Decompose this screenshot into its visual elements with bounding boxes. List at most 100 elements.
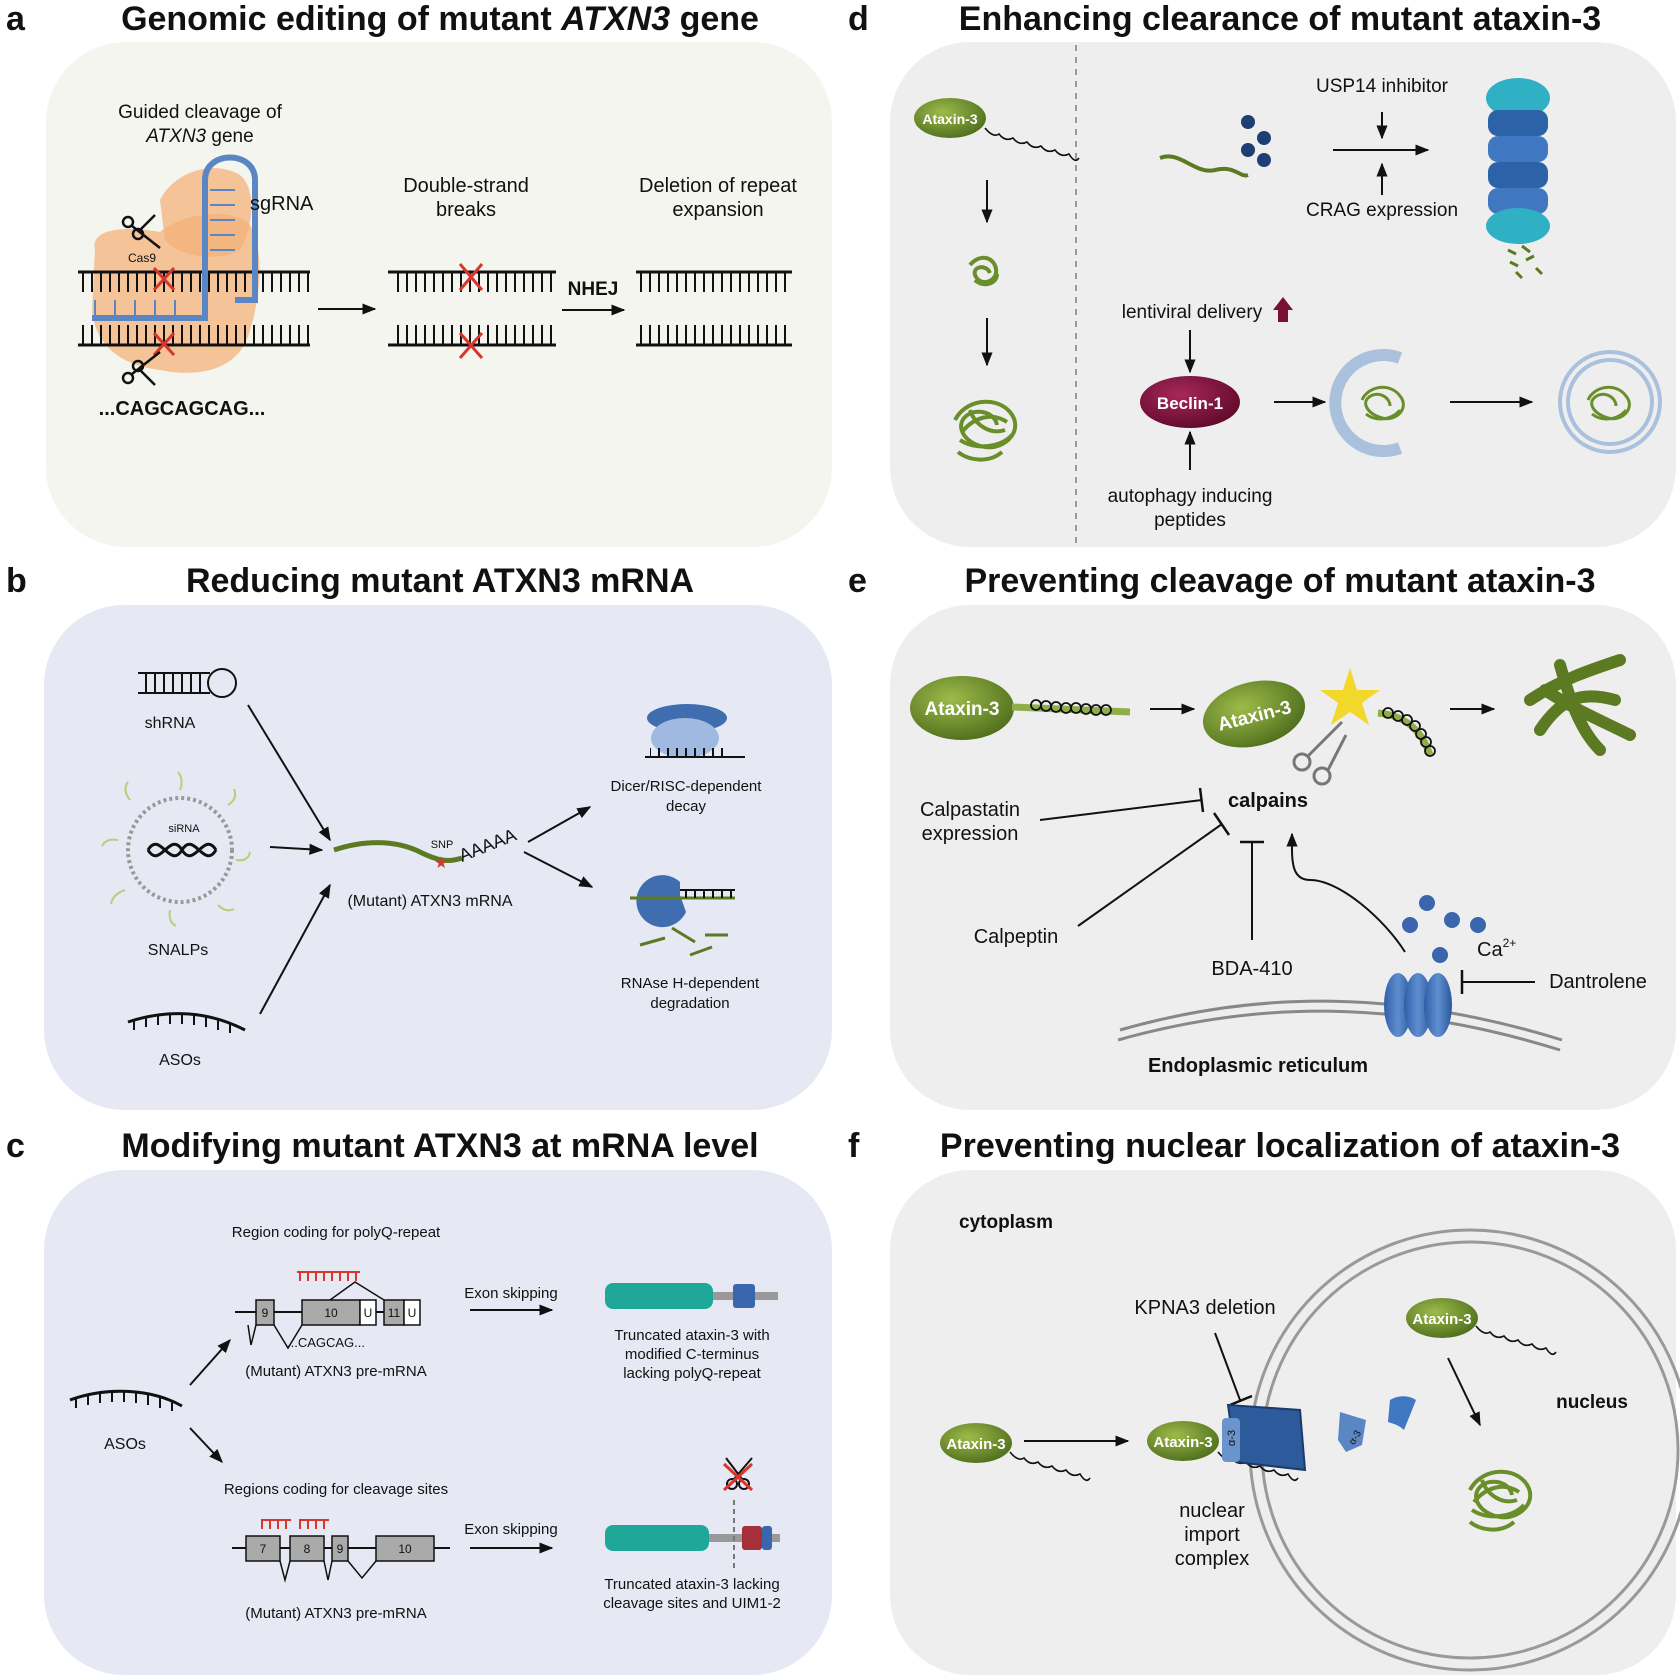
panel-f-title: Preventing nuclear localization of ataxi… — [939, 1127, 1621, 1165]
arrow-shrna-mrna — [247, 704, 331, 842]
shrna-loop — [207, 668, 237, 698]
arrow-snalp-mrna — [269, 843, 324, 855]
import-complex-label-3: complex — [1175, 1548, 1249, 1570]
autophagosome-aggregate — [1586, 385, 1631, 421]
snalp-particle — [126, 796, 234, 904]
dantrolene-label: Dantrolene — [1549, 971, 1647, 993]
polyq-beads-e — [1030, 699, 1112, 716]
up-arrow-icon — [1273, 297, 1293, 322]
panel-b-diagram: shRNA siRNA SNALPs ASOs ★ SNP AAAAA (Mut… — [101, 668, 763, 1069]
scissors-icon — [121, 214, 161, 386]
exon-10b-label: 10 — [398, 1542, 412, 1556]
aggregate-icon — [953, 399, 1018, 462]
rnase-label-2: degradation — [650, 995, 729, 1012]
ataxin-3-ellipse-f2 — [1147, 1421, 1219, 1461]
cleavage-star-icon — [1320, 668, 1380, 725]
ataxin-3-ellipse-e2 — [1202, 680, 1306, 748]
guided-cleavage-label-2: ATXN3 gene — [145, 126, 253, 147]
rnase-h-icon — [636, 875, 686, 928]
er-membrane-2 — [1117, 1009, 1561, 1052]
dsb-label-2: breaks — [436, 199, 496, 221]
kpna3-label: KPNA3 deletion — [1134, 1297, 1275, 1319]
panel-c-title: Modifying mutant ATXN3 at mRNA level — [121, 1127, 759, 1165]
inhibit-calpeptin-bar — [1212, 812, 1231, 836]
shrna-stem — [138, 673, 208, 693]
dsb-ticks-bottom — [390, 325, 556, 345]
calcium-ions-icon — [1402, 895, 1486, 963]
beclin-1-label: Beclin-1 — [1157, 394, 1223, 413]
cytoplasm-label: cytoplasm — [959, 1212, 1053, 1233]
truncated-protein-cterm — [733, 1284, 755, 1308]
exon-u-2-label: U — [408, 1306, 417, 1320]
calcium-label: Ca2+ — [1477, 936, 1516, 961]
dna-ticks-top — [80, 272, 310, 292]
exon-9-label: 9 — [262, 1306, 269, 1320]
degraded-rna-fragments — [639, 926, 728, 957]
arrow-nuclear-aggregation — [1447, 1357, 1481, 1427]
deletion-label: Deletion of repeat — [639, 175, 797, 197]
autophagosome-outer — [1558, 350, 1662, 454]
proteasome-icon — [1486, 78, 1550, 244]
degraded-peptides-icon — [1507, 244, 1544, 280]
calpastatin-label-2: expression — [922, 823, 1019, 845]
exon-skipping-label-2: Exon skipping — [464, 1521, 557, 1538]
aso-strand — [127, 1012, 246, 1032]
region-cleavage-label: Regions coding for cleavage sites — [224, 1481, 448, 1498]
truncated-protein-2-domain — [605, 1525, 709, 1551]
exon-8 — [289, 1535, 325, 1562]
trunc1-label: Truncated ataxin-3 with — [614, 1327, 769, 1344]
panel-a-title: Genomic editing of mutant ATXN3 gene — [100, 0, 780, 39]
exon-9b-label: 9 — [337, 1542, 344, 1556]
truncated-protein-2-red — [742, 1526, 762, 1550]
mrna-strand — [333, 840, 463, 863]
calpastatin-label: Calpastatin — [920, 799, 1020, 821]
guided-cleavage-label: Guided cleavage of — [118, 102, 282, 123]
exon-u-label: U — [364, 1306, 373, 1320]
cag-label: ...CAGCAG... — [287, 1335, 365, 1350]
exon-u-2 — [403, 1299, 421, 1326]
ryanodine-receptor-icon — [1384, 973, 1452, 1037]
panel-c-background — [44, 1170, 832, 1675]
panel-c-diagram: Region coding for polyQ-repeat 9 10 U 11… — [69, 1224, 781, 1622]
panel-letter-f: f — [848, 1127, 860, 1165]
panel-d-title: Enhancing clearance of mutant ataxin-3 — [958, 0, 1602, 38]
dsb-label: Double-strand — [403, 175, 529, 197]
blocked-scissors-icon — [722, 1457, 754, 1492]
import-complex-label-2: import — [1184, 1524, 1240, 1546]
autophagy-label-2: peptides — [1154, 510, 1226, 531]
panel-letter-b: b — [6, 562, 27, 600]
sgrna-strand — [92, 154, 258, 321]
ubiquitinated-substrate — [1159, 154, 1249, 178]
exon-9 — [255, 1299, 275, 1326]
calpeptin-label: Calpeptin — [974, 926, 1059, 948]
panel-f-diagram: cytoplasm KPNA3 deletion Ataxin-3 Ataxin… — [940, 1212, 1680, 1672]
dna-ticks-bottom — [80, 325, 310, 345]
panel-letter-d: d — [848, 0, 869, 38]
ataxin-3-ellipse-nuclear — [1406, 1298, 1478, 1338]
cut-x-icon — [152, 266, 176, 357]
truncated-protein-domain — [605, 1283, 713, 1309]
dicer-label: Dicer/RISC-dependent — [611, 778, 763, 795]
truncated-protein-2-blue — [762, 1526, 772, 1550]
panel-a-title-italic: ATXN3 — [561, 0, 671, 38]
importin-beta-released-icon — [1388, 1396, 1416, 1430]
exon-8-label: 8 — [304, 1542, 311, 1556]
alpha-3-released-icon — [1338, 1412, 1366, 1452]
er-membrane — [1119, 999, 1563, 1042]
arrow-aso-top — [189, 1338, 231, 1386]
exon-10-label: 10 — [324, 1306, 338, 1320]
calpains-label: calpains — [1228, 790, 1308, 812]
exon-u — [359, 1299, 377, 1326]
ubiquitin-chain — [1241, 115, 1271, 167]
exon-9b — [331, 1535, 349, 1562]
aso-binding-ticks — [299, 1272, 357, 1281]
snalps-label: SNALPs — [148, 942, 208, 959]
lentiviral-label: lentiviral delivery — [1122, 302, 1263, 323]
nucleus-label: nucleus — [1556, 1392, 1628, 1413]
trunc1-label-2: modified C-terminus — [625, 1346, 759, 1363]
trunc1-label-3: lacking polyQ-repeat — [623, 1365, 761, 1382]
panel-a-title-suffix: gene — [670, 0, 759, 38]
dicer-rna-ticks — [650, 748, 730, 757]
ataxin-3-ellipse-f — [940, 1423, 1012, 1463]
